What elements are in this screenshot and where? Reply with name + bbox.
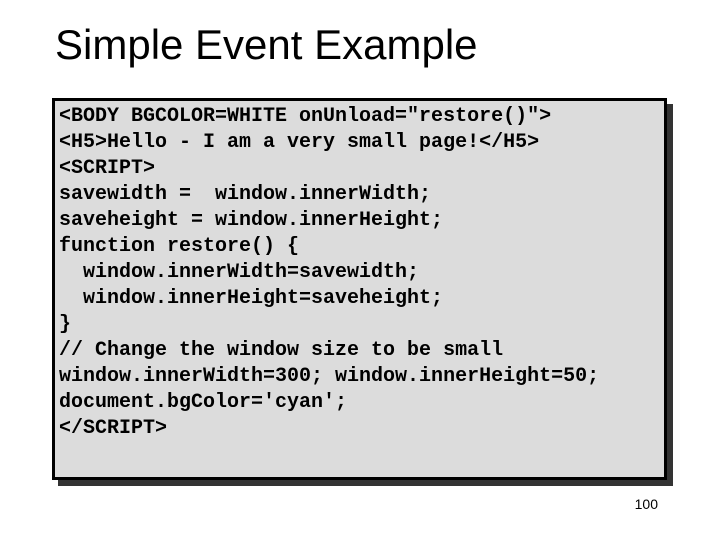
page-number: 100 xyxy=(634,496,658,512)
code-line: <SCRIPT> xyxy=(59,157,156,180)
code-line: savewidth = window.innerWidth; xyxy=(59,183,432,206)
code-line: window.innerWidth=savewidth; xyxy=(59,261,420,284)
code-line: } xyxy=(59,313,72,336)
code-line: <BODY BGCOLOR=WHITE onUnload="restore()"… xyxy=(59,105,552,128)
code-line: <H5>Hello - I am a very small page!</H5> xyxy=(59,131,540,154)
code-line: </SCRIPT> xyxy=(59,417,168,440)
code-box: <BODY BGCOLOR=WHITE onUnload="restore()"… xyxy=(52,98,667,480)
code-line: saveheight = window.innerHeight; xyxy=(59,209,444,232)
code-line: window.innerWidth=300; window.innerHeigh… xyxy=(59,365,600,388)
code-line: document.bgColor='cyan'; xyxy=(59,391,348,414)
code-line: // Change the window size to be small xyxy=(59,339,504,362)
code-listing: <BODY BGCOLOR=WHITE onUnload="restore()"… xyxy=(55,101,664,445)
code-line: function restore() { xyxy=(59,235,300,258)
slide-title: Simple Event Example xyxy=(55,21,478,68)
code-line: window.innerHeight=saveheight; xyxy=(59,287,444,310)
